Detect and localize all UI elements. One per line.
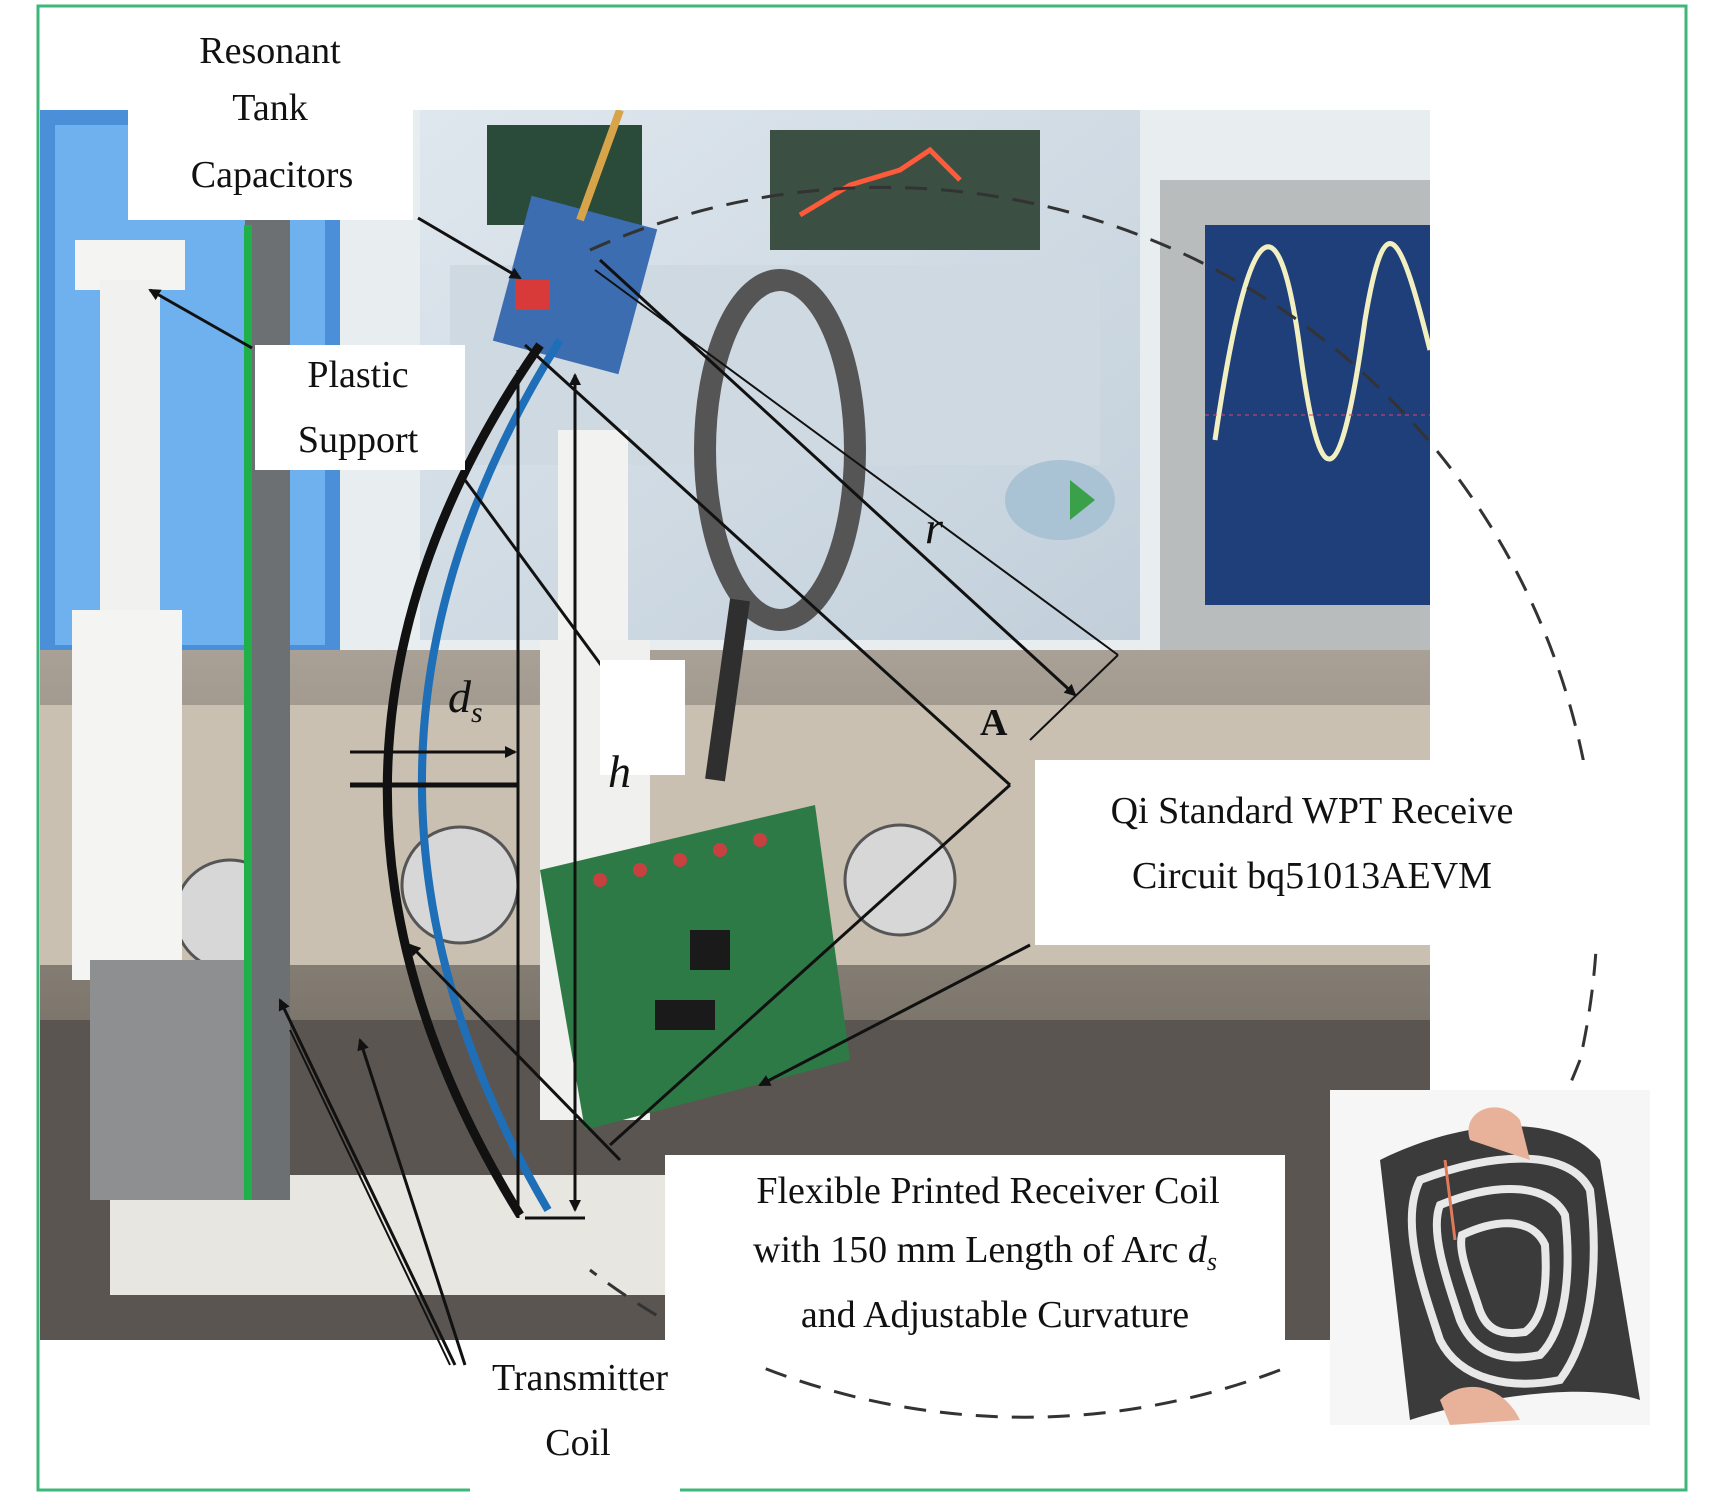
A-symbol: A [980,702,1008,744]
transmitter-arrow-2 [357,1038,467,1366]
r-symbol: r [925,502,944,553]
resonant-tank-line2: Tank [232,87,307,129]
plastic-arrow-left [148,288,253,350]
ds-symbol: ds [448,671,483,729]
receiver-coil-line3: and Adjustable Curvature [801,1294,1189,1336]
receive-circuit-line2: Circuit bq51013AEVM [1132,855,1492,897]
plastic-support-line1: Plastic [307,354,408,396]
h-symbol: h [608,746,631,797]
figure-frame [36,4,1688,1492]
resonant-tank-line1: Resonant [199,30,341,72]
resonant-tank-line3: Capacitors [191,154,354,196]
transmitter-coil-line2: Coil [545,1422,610,1464]
receiver-coil-arrow [408,943,622,1162]
capacitor-block [492,195,658,375]
transmitter-coil-line1: Transmitter [492,1357,668,1399]
r-line-2 [523,343,1012,787]
capacitor-arrow [417,216,522,280]
receiver-coil-line1: Flexible Printed Receiver Coil [756,1170,1219,1212]
receive-circuit-line1: Qi Standard WPT Receive [1111,790,1514,832]
receive-circuit-arrow [758,943,1031,1087]
receiver-coil-outer-arc [382,342,544,1218]
plastic-support-line2: Support [298,419,419,461]
receiver-coil-blue-arc [418,337,564,1213]
receiver-coil-line2: with 150 mm Length of Arc ds [753,1229,1217,1276]
transmitter-arrow-1 [278,998,457,1366]
plastic-arrow-center [463,479,614,682]
flexible-coil-photo [1330,1090,1650,1425]
